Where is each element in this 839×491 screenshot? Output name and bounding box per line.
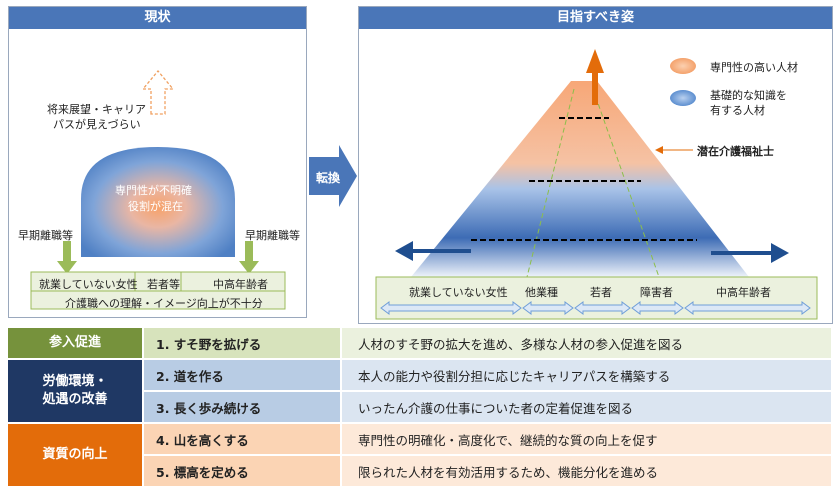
right-base-item-3: 障害者 (640, 286, 673, 299)
left-leave-arrow (57, 241, 77, 274)
legend-orange-swatch (670, 58, 696, 74)
transition-label: 転換 (316, 171, 341, 185)
left-base-item-1: 若者等 (147, 278, 180, 291)
desc-2: 本人の能力や役割分担に応じたキャリアパスを構築する (342, 360, 831, 390)
desc-3: いったん介護の仕事についた者の定着促進を図る (342, 392, 831, 422)
action-1: 1. すそ野を拡げる (144, 328, 340, 358)
legend-blue-swatch (670, 90, 696, 106)
right-base-item-2: 若者 (590, 286, 612, 299)
early-leave-right: 早期離職等 (245, 229, 300, 242)
action-3: 3. 長く歩み続ける (144, 392, 340, 422)
category-entry: 参入促進 (8, 328, 142, 358)
left-side-arrow (395, 241, 413, 261)
left-base-note: 介護職への理解・イメージ向上が不十分 (65, 297, 263, 310)
target-state-title: 目指すべき姿 (359, 7, 832, 29)
current-state-title: 現状 (9, 7, 306, 29)
outlook-text-1: 将来展望・キャリア (47, 103, 146, 116)
outlook-text-2: パスが見えづらい (53, 118, 141, 131)
target-state-panel: 目指すべき姿 (358, 6, 833, 324)
action-4: 4. 山を高くする (144, 424, 340, 454)
mountain-shape (411, 81, 749, 277)
dome-text-2: 役割が混在 (128, 200, 183, 213)
dome-text-1: 専門性が不明確 (115, 184, 192, 197)
legend-basic-skill-1: 基礎的な知識を (710, 89, 787, 102)
right-side-arrow (771, 243, 789, 263)
up-arrow (586, 49, 604, 105)
right-leave-arrow (239, 241, 259, 274)
dashed-up-arrow (141, 69, 175, 115)
current-state-diagram (30, 69, 286, 310)
right-base-item-4: 中高年齢者 (716, 286, 771, 299)
action-2: 2. 道を作る (144, 360, 340, 390)
action-5: 5. 標高を定める (144, 456, 340, 486)
right-base-item-1: 他業種 (525, 286, 558, 299)
transition-arrow (309, 145, 357, 207)
policy-table: 参入促進 労働環境・ 処遇の改善 資質の向上 1. すそ野を拡げる 2. 道を作… (8, 328, 831, 488)
desc-5: 限られた人材を有効活用するため、機能分化を進める (342, 456, 831, 486)
left-base-item-0: 就業していない女性 (39, 278, 138, 291)
legend-basic-skill-2: 有する人材 (710, 104, 765, 117)
current-state-panel: 現状 将来展望・キャリア パスが見えづらい 専門性が不明確 役割が混在 早期離職… (8, 6, 307, 318)
potential-label: 潜在介護福祉士 (697, 145, 774, 158)
legend-high-skill: 専門性の高い人材 (710, 61, 798, 74)
left-base-item-2: 中高年齢者 (213, 278, 268, 291)
category-labor: 労働環境・ 処遇の改善 (8, 360, 142, 422)
early-leave-left: 早期離職等 (18, 229, 73, 242)
dome-shape (81, 147, 235, 257)
desc-1: 人材のすそ野の拡大を進め、多様な人材の参入促進を図る (342, 328, 831, 358)
target-state-diagram (375, 49, 818, 320)
desc-4: 専門性の明確化・高度化で、継続的な質の向上を促す (342, 424, 831, 454)
right-base-item-0: 就業していない女性 (409, 286, 508, 299)
category-quality: 資質の向上 (8, 424, 142, 486)
